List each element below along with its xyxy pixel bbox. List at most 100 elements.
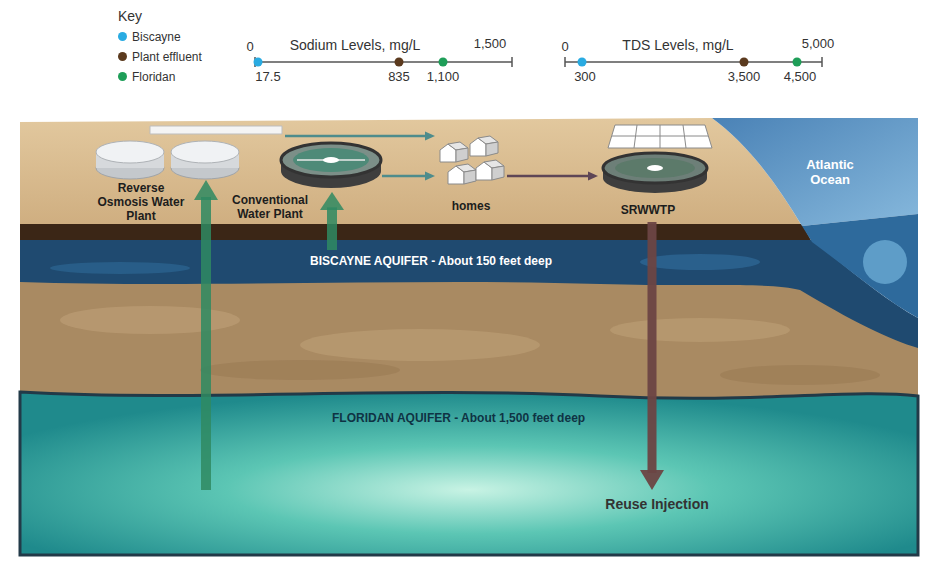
scale-axes	[254, 58, 263, 67]
reverse-osmosis-plant	[96, 141, 164, 163]
node-text: FLORIDAN AQUIFER - About 1,500 feet deep	[332, 412, 672, 426]
conventional-plant	[281, 143, 381, 188]
scale-axes	[254, 57, 823, 67]
homes-group: homes	[435, 130, 507, 196]
flow-arrow	[507, 172, 598, 181]
node-text: BISCAYNE AQUIFER - About 150 feet deep	[310, 255, 640, 269]
legend-entry: Floridan	[118, 67, 175, 83]
ground-layers	[200, 360, 400, 380]
homes-icons	[476, 160, 504, 180]
scale-axes	[511, 57, 513, 67]
scale-value: 3,500	[728, 70, 761, 85]
arrow-head	[588, 172, 598, 181]
arrow-shaft	[382, 175, 427, 178]
scale-value: 300	[574, 70, 596, 85]
aquifer-band: BISCAYNE AQUIFER - About 150 feet deep	[20, 250, 918, 280]
node-text: SRWWTP	[598, 204, 698, 218]
scale-value: 17.5	[255, 70, 280, 85]
arrow-shaft	[507, 175, 590, 178]
homes-icons	[448, 164, 476, 184]
scale-axes	[793, 58, 802, 67]
legend-text: Biscayne	[132, 30, 181, 44]
flow-arrow	[320, 192, 344, 250]
treatment-plant: SRWWTP	[598, 122, 712, 222]
legend-swatch	[118, 32, 127, 41]
arrow-shaft	[648, 222, 657, 473]
scale-axes	[564, 57, 566, 67]
conventional-plant	[323, 157, 339, 163]
ground-layers	[300, 329, 540, 361]
arrow-shaft	[285, 135, 427, 138]
homes-icons	[470, 136, 498, 156]
treatment-plant	[647, 165, 663, 171]
treatment-plant	[603, 125, 712, 193]
homes-icons	[440, 142, 468, 162]
ground-layers	[20, 392, 918, 555]
atlantic-ocean	[863, 240, 907, 284]
flow-arrow	[285, 132, 435, 141]
scale-title: TDS Levels, mg/L	[622, 37, 733, 53]
node-text: Conventional Water Plant	[226, 194, 314, 222]
scale-axes	[255, 61, 512, 63]
scale-value: 1,500	[474, 37, 507, 52]
treatment-plant	[603, 153, 707, 183]
arrow-head	[320, 192, 344, 210]
scale-title: Sodium Levels, mg/L	[290, 37, 421, 53]
flow-arrow	[640, 222, 664, 490]
node-text: Atlantic Ocean	[795, 158, 865, 188]
legend-heading: Key	[118, 8, 142, 24]
ground-layers	[20, 118, 918, 555]
scale-value: 4,500	[784, 70, 817, 85]
legend-entry: Plant effluent	[118, 47, 202, 63]
legend-text: Plant effluent	[132, 50, 202, 64]
scale-axes	[395, 58, 404, 67]
arrow-head	[194, 180, 218, 200]
ground-layers	[20, 224, 812, 242]
scale-axes	[821, 57, 823, 67]
treatment-plant	[608, 125, 712, 148]
scale-axes	[740, 58, 749, 67]
legend-entry: Biscayne	[118, 27, 181, 43]
treatment-plant	[615, 158, 695, 178]
ground-layers	[20, 282, 918, 400]
legend-text: Floridan	[132, 70, 175, 84]
scale-value: 5,000	[802, 37, 835, 52]
arrow-head	[425, 132, 435, 141]
atlantic-ocean	[712, 118, 918, 226]
arrow-shaft	[327, 207, 337, 250]
aquifer-band: FLORIDAN AQUIFER - About 1,500 feet deep	[20, 398, 918, 490]
node-text: homes	[435, 200, 507, 214]
scale-value: 835	[388, 70, 410, 85]
arrow-head	[425, 172, 435, 181]
ground-layers	[720, 365, 880, 385]
legend-swatch	[118, 52, 127, 61]
atlantic-ocean	[712, 118, 918, 318]
scale-value: 0	[246, 40, 253, 55]
flow-arrow	[194, 180, 218, 490]
scale-axes	[439, 58, 448, 67]
ground-layers	[610, 318, 790, 342]
arrow-head	[640, 470, 664, 490]
flow-arrow	[382, 172, 435, 181]
water-plant: Conventional Water Plant	[280, 138, 382, 192]
ground-layers	[60, 306, 240, 334]
arrow-shaft	[201, 197, 211, 490]
conventional-plant	[281, 143, 381, 177]
flow-label: Reuse Injection	[605, 496, 708, 512]
scale-value: 0	[561, 40, 568, 55]
conventional-plant	[293, 148, 369, 172]
ground-layers	[640, 254, 760, 270]
water-plant: Reverse Osmosis Water Plant	[95, 122, 285, 180]
homes-icons	[440, 136, 504, 184]
scale-value: 1,100	[427, 70, 460, 85]
node-text: Reverse Osmosis Water Plant	[95, 182, 187, 223]
reverse-osmosis-plant	[150, 126, 282, 134]
treatment-plant	[612, 136, 708, 137]
ocean-region: Atlantic Ocean	[775, 150, 885, 210]
ground-layers	[20, 118, 802, 226]
atlantic-ocean	[802, 214, 918, 318]
